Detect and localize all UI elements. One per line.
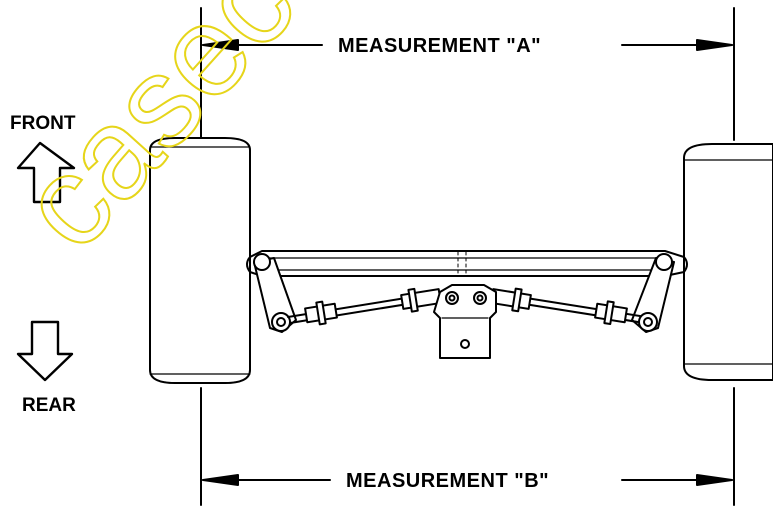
right-wheel: [683, 143, 773, 381]
center-bracket: [433, 284, 497, 359]
measurement-b-label: MEASUREMENT "B": [338, 469, 558, 493]
axle-tube: [246, 250, 688, 277]
dimension-line-a: [202, 39, 733, 51]
right-steering-arm: [631, 253, 675, 333]
left-tie-rod: [287, 287, 442, 326]
dimension-line-b: [202, 474, 733, 486]
front-arrow-icon: [16, 141, 76, 204]
front-label: FRONT: [10, 113, 76, 134]
rear-label: REAR: [22, 395, 76, 416]
left-wheel: [149, 137, 251, 384]
left-steering-arm: [253, 253, 297, 333]
measurement-a-label: MEASUREMENT "A": [330, 34, 550, 58]
right-tie-rod: [490, 287, 641, 326]
rear-arrow-icon: [16, 320, 74, 382]
